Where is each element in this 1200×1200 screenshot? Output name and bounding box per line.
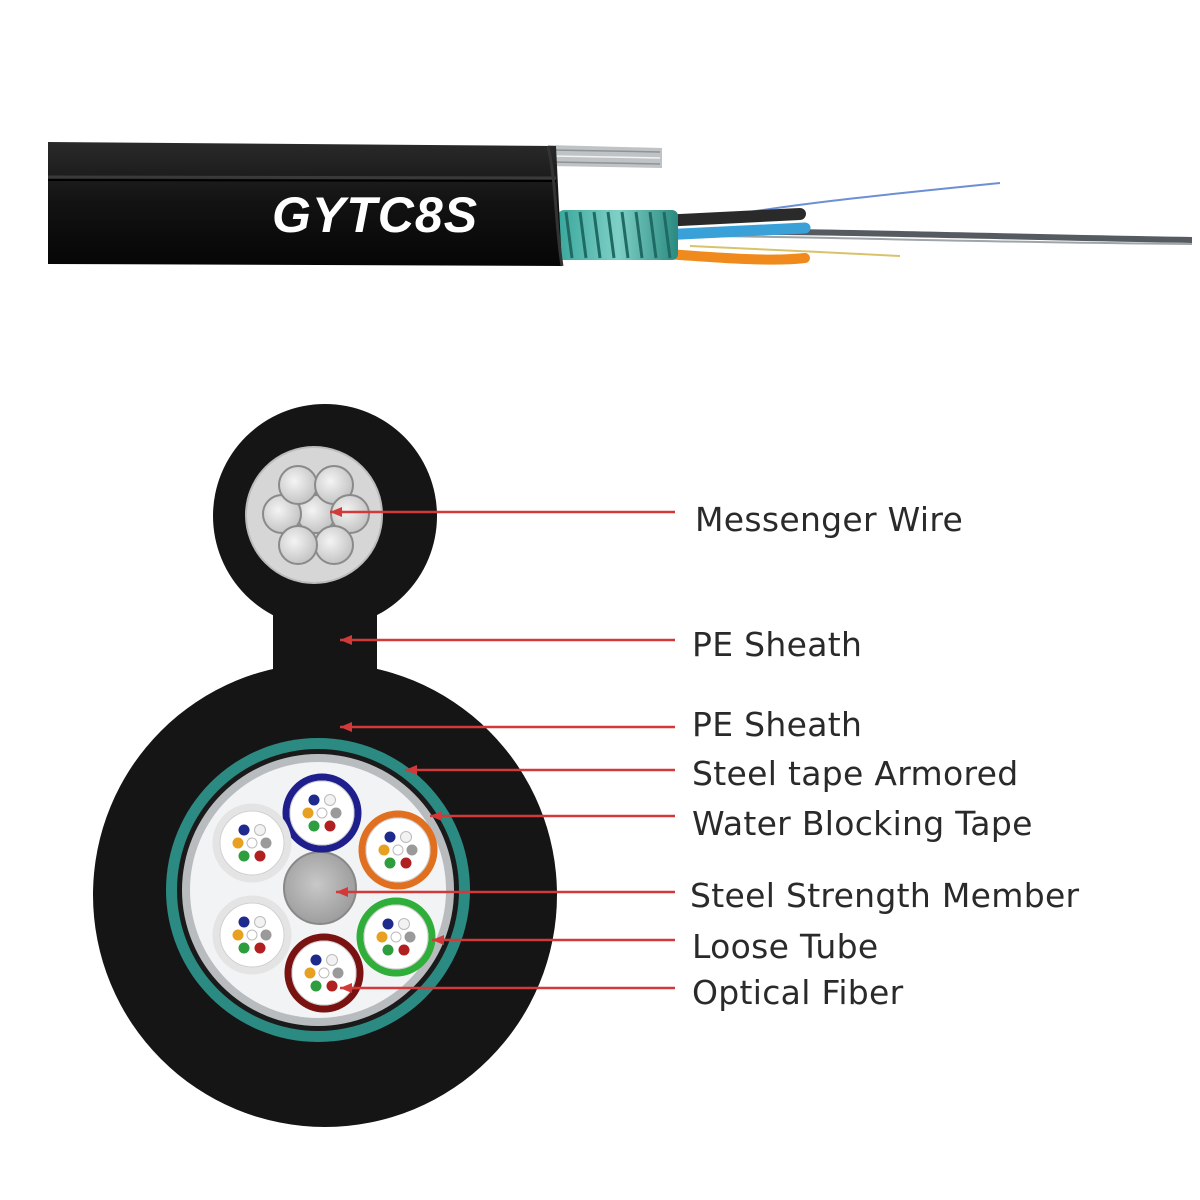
leader-line: [432, 935, 675, 945]
optical-fiber-dot: [384, 857, 396, 869]
messenger-strand: [278, 525, 318, 565]
optical-fiber-dot: [308, 820, 320, 832]
optical-fiber-dot: [254, 824, 266, 836]
optical-fiber-dot: [326, 954, 338, 966]
optical-fiber-dot: [392, 844, 404, 856]
optical-fiber-dot: [310, 954, 322, 966]
optical-fiber-dot: [398, 918, 410, 930]
cross-section: [93, 404, 557, 1127]
optical-fiber-dot: [378, 844, 390, 856]
leader-arrowhead: [430, 811, 442, 821]
optical-fiber-dot: [400, 831, 412, 843]
optical-fiber-dot: [246, 837, 258, 849]
loose-tube: [284, 933, 364, 1013]
label-water-blocking-tape: Water Blocking Tape: [692, 804, 1033, 843]
optical-fiber-dot: [238, 850, 250, 862]
leader-line: [340, 722, 675, 732]
optical-fiber-dot: [324, 794, 336, 806]
optical-fiber-dot: [254, 850, 266, 862]
optical-fiber-dot: [398, 944, 410, 956]
optical-fiber-dot: [254, 916, 266, 928]
label-pe-sheath-upper: PE Sheath: [692, 625, 863, 664]
optical-fiber-dot: [260, 837, 272, 849]
optical-fiber-dot: [330, 807, 342, 819]
leader-arrowhead: [432, 935, 444, 945]
optical-fiber-dot: [238, 942, 250, 954]
optical-fiber-dot: [304, 967, 316, 979]
armor-side: [558, 210, 678, 260]
optical-fiber-dot: [400, 857, 412, 869]
jacket-side: [47, 142, 564, 267]
label-steel-strength-member: Steel Strength Member: [690, 876, 1080, 915]
optical-fiber-dot: [382, 944, 394, 956]
leader-arrowhead: [405, 765, 417, 775]
leader-line: [336, 887, 675, 897]
optical-fiber-dot: [390, 931, 402, 943]
messenger-strand: [278, 465, 318, 505]
label-pe-sheath-lower: PE Sheath: [692, 705, 863, 744]
loose-tube: [212, 803, 292, 883]
leader-arrowhead: [340, 983, 352, 993]
loose-tube-inner: [219, 902, 285, 968]
optical-fiber-dot: [260, 929, 272, 941]
optical-fiber-dot: [302, 807, 314, 819]
leader-line: [330, 507, 675, 517]
messenger-wire-strands: [262, 465, 370, 565]
loose-tube-inner: [289, 780, 355, 846]
loose-tubes-cross: [212, 773, 438, 1013]
loose-tube-inner: [365, 817, 431, 883]
messenger-strands: [548, 145, 662, 168]
optical-fiber-dot: [406, 844, 418, 856]
optical-fiber-dot: [384, 831, 396, 843]
optical-fiber-dot: [316, 807, 328, 819]
label-steel-tape-armored: Steel tape Armored: [692, 754, 1019, 793]
loose-tube-inner: [291, 940, 357, 1006]
optical-fiber-dot: [308, 794, 320, 806]
leader-lines: [330, 507, 675, 993]
label-loose-tube: Loose Tube: [692, 927, 879, 966]
optical-fiber-dot: [238, 824, 250, 836]
optical-fiber-dot: [232, 837, 244, 849]
messenger-strand: [314, 525, 354, 565]
steel-strength-member-core: [283, 851, 357, 925]
leader-line: [405, 765, 675, 775]
optical-fiber-dot: [318, 967, 330, 979]
leader-arrowhead: [340, 722, 352, 732]
loose-tube: [358, 810, 438, 890]
optical-fiber-dot: [382, 918, 394, 930]
loose-tube: [282, 773, 362, 853]
optical-fiber-dot: [238, 916, 250, 928]
leader-arrowhead: [340, 635, 352, 645]
leader-line: [340, 635, 675, 645]
leader-line: [430, 811, 675, 821]
label-messenger-wire: Messenger Wire: [695, 500, 964, 539]
label-optical-fiber: Optical Fiber: [692, 973, 904, 1012]
optical-fiber-dot: [310, 980, 322, 992]
leader-line: [340, 983, 675, 993]
leader-arrowhead: [330, 507, 342, 517]
optical-fiber-dot: [376, 931, 388, 943]
cable-side-view: [47, 142, 1193, 267]
optical-fiber-dot: [254, 942, 266, 954]
loose-tube-inner: [219, 810, 285, 876]
optical-fiber-dot: [246, 929, 258, 941]
loose-tube: [356, 897, 436, 977]
loose-tube: [212, 895, 292, 975]
model-name-text: GYTC8S: [272, 187, 479, 243]
leader-arrowhead: [336, 887, 348, 897]
optical-fiber-dot: [324, 820, 336, 832]
optical-fiber-dot: [232, 929, 244, 941]
optical-fiber-dot: [404, 931, 416, 943]
optical-fiber-dot: [326, 980, 338, 992]
loose-tube-inner: [363, 904, 429, 970]
optical-fiber-dot: [332, 967, 344, 979]
messenger-wire-bundle: [245, 446, 383, 584]
